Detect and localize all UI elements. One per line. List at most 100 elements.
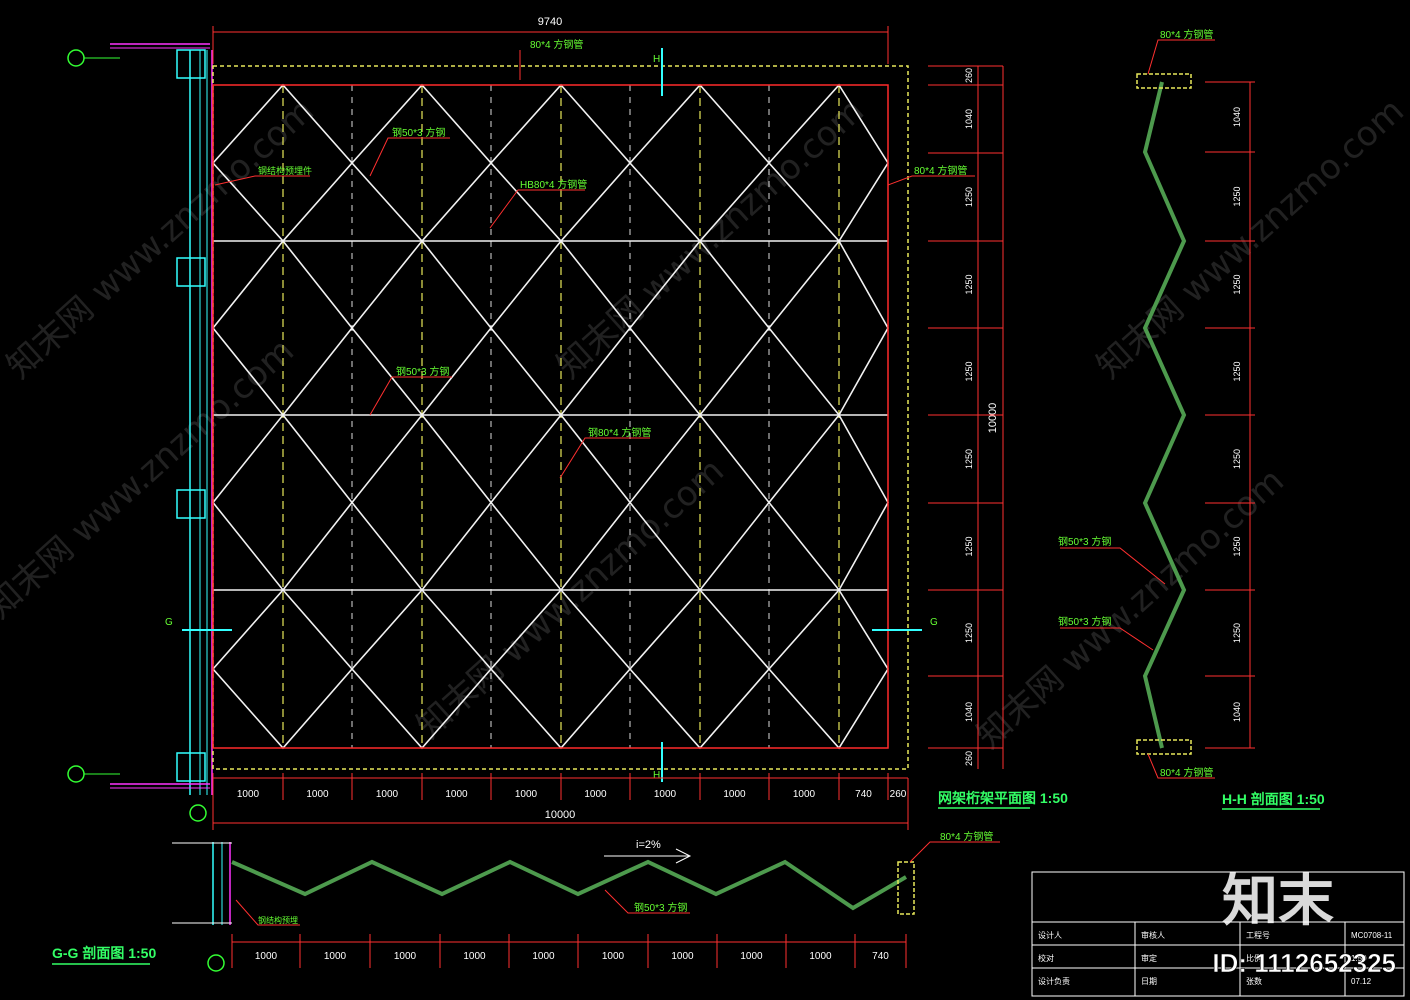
bottom-dim-6: 1000	[654, 789, 677, 800]
bottom-dim-7: 1000	[723, 789, 746, 800]
right-dim-9: 260	[964, 751, 974, 766]
bottom-dim-10: 260	[890, 789, 907, 800]
hh-zigzag-member	[1142, 81, 1187, 749]
gg-dim-3: 1000	[463, 951, 486, 962]
hh-title: H-H 剖面图 1:50	[1222, 791, 1325, 807]
gg-dim-4: 1000	[532, 951, 555, 962]
g-marker-right: G	[930, 617, 938, 628]
tb-cell-0-0: 设计人	[1038, 930, 1062, 940]
hh-top-label: 80*4 方钢管	[1160, 28, 1213, 41]
tb-cell-0-2: 工程号	[1246, 931, 1270, 940]
right-dim-2: 1250	[964, 187, 974, 207]
tb-cell-0-3: MC0708-11	[1351, 931, 1393, 940]
hh-dim-4: 1250	[1232, 449, 1242, 469]
gg-dim-1: 1000	[324, 951, 347, 962]
right-dim-4: 1250	[964, 361, 974, 381]
gg-title: G-G 剖面图 1:50	[52, 945, 156, 961]
gg-dim-6: 1000	[671, 951, 694, 962]
gg-zigzag-member	[231, 859, 908, 911]
label-tube-2: 钢50*3 方钢	[396, 365, 449, 378]
bottom-dim-1: 1000	[306, 789, 329, 800]
embed-plate-1	[176, 49, 206, 79]
right-dim-1: 1040	[964, 109, 974, 129]
tb-cell-2-0: 设计负责	[1038, 976, 1070, 986]
tb-cell-0-1: 审核人	[1141, 930, 1165, 940]
hh-dim-1: 1250	[1232, 186, 1242, 206]
hh-bottom-label: 80*4 方钢管	[1160, 766, 1213, 779]
top-dimension: 9740 80*4 方钢管 H H G G	[165, 16, 938, 782]
hh-bottom-tube	[1136, 739, 1192, 755]
gg-right-label: 80*4 方钢管	[940, 830, 993, 843]
hh-dim-0: 1040	[1232, 107, 1242, 127]
h-marker-bottom: H	[653, 770, 660, 781]
gg-dim-0: 1000	[255, 951, 278, 962]
hh-mid-label-2: 钢50*3 方钢	[1058, 615, 1111, 628]
plan-title: 网架桁架平面图 1:50	[938, 790, 1068, 806]
hh-dim-5: 1250	[1232, 536, 1242, 556]
hh-dim-6: 1250	[1232, 623, 1242, 643]
bottom-dim-0: 1000	[237, 789, 260, 800]
gg-axis-bubble	[207, 954, 225, 972]
tb-cell-2-3: 07.12	[1351, 977, 1372, 986]
right-dimension-chain: 10000 260 1040 1250 1250 1250 1250 1250 1250 104…	[928, 65, 1004, 769]
bottom-dim-3: 1000	[445, 789, 468, 800]
tb-cell-1-0: 校对	[1038, 953, 1054, 963]
plan-frame	[212, 84, 889, 749]
top-dim-text: 9740	[538, 16, 562, 28]
bottom-total-dim: 10000	[545, 809, 576, 821]
plan-labels: 钢50*3 方钢 HB80*4 方钢管 钢50*3 方钢 钢80*4 方钢管 钢…	[214, 126, 975, 479]
top-member-label: 80*4 方钢管	[530, 38, 583, 51]
axis-bubble-plan-bottom	[189, 804, 207, 822]
tb-cell-1-2: 比例	[1246, 953, 1262, 963]
hh-dim-7: 1040	[1232, 702, 1242, 722]
gg-slope: i=2%	[636, 839, 661, 851]
embed-plate-2	[176, 257, 206, 287]
hh-dimension-chain: 1040 1250 1250 1250 1250 1250 1250 1040	[1205, 81, 1255, 749]
gg-dim-7: 1000	[740, 951, 763, 962]
right-dim-5: 1250	[964, 449, 974, 469]
bottom-dim-9: 740	[855, 789, 872, 800]
watermark-id: ID: 1112652325	[1212, 948, 1396, 978]
right-dim-8: 1040	[964, 702, 974, 722]
label-tube-1: 钢50*3 方钢	[392, 126, 445, 139]
bottom-dim-8: 1000	[793, 789, 816, 800]
left-column	[67, 43, 213, 822]
gg-dim-8: 1000	[809, 951, 832, 962]
gg-left-note: 钢结构预埋	[258, 915, 298, 925]
watermark-logo: 知末	[1222, 869, 1334, 934]
embed-plate-4	[176, 752, 206, 782]
right-dim-6: 1250	[964, 536, 974, 556]
right-total-dim: 10000	[987, 403, 999, 434]
g-marker-left: G	[165, 617, 173, 628]
embed-plate-3	[176, 489, 206, 519]
gg-end-tube	[897, 861, 915, 915]
bottom-dim-5: 1000	[584, 789, 607, 800]
gg-section: 80*4 方钢管 钢50*3 方钢 钢结构预埋 i=2%	[172, 830, 1000, 972]
hh-dim-2: 1250	[1232, 274, 1242, 294]
right-dim-7: 1250	[964, 623, 974, 643]
label-left-note: 钢结构预埋件	[258, 165, 312, 176]
h-marker-top: H	[653, 54, 660, 65]
bottom-dim-4: 1000	[515, 789, 538, 800]
label-edge-1: HB80*4 方钢管	[520, 178, 587, 191]
label-right-note: 80*4 方钢管	[914, 164, 967, 177]
bottom-dimension-chain: 10000 1000 1000 1000 1000 1000 1000 1000 1000 10…	[212, 773, 909, 830]
hh-dim-3: 1250	[1232, 361, 1242, 381]
right-dim-0: 260	[964, 68, 974, 83]
tb-cell-2-1: 日期	[1141, 977, 1157, 986]
tb-cell-1-1: 审定	[1141, 953, 1157, 963]
label-edge-2: 钢80*4 方钢管	[588, 426, 651, 439]
gg-dim-9: 740	[872, 951, 889, 962]
title-block: 设计人 审核人 工程号 MC0708-11 校对 审定 比例 1:50 设计负责…	[1031, 871, 1405, 997]
hh-mid-label-1: 钢50*3 方钢	[1058, 535, 1111, 548]
bottom-dim-2: 1000	[376, 789, 399, 800]
gg-bottom-label: 钢50*3 方钢	[634, 901, 687, 914]
hh-section: 80*4 方钢管 80*4 方钢管 钢50*3 方钢 钢50*3 方钢	[1058, 28, 1215, 779]
tb-cell-1-3: 1:50	[1351, 954, 1367, 963]
hh-top-tube	[1136, 73, 1192, 89]
truss-grid	[211, 83, 889, 750]
right-dim-3: 1250	[964, 274, 974, 294]
